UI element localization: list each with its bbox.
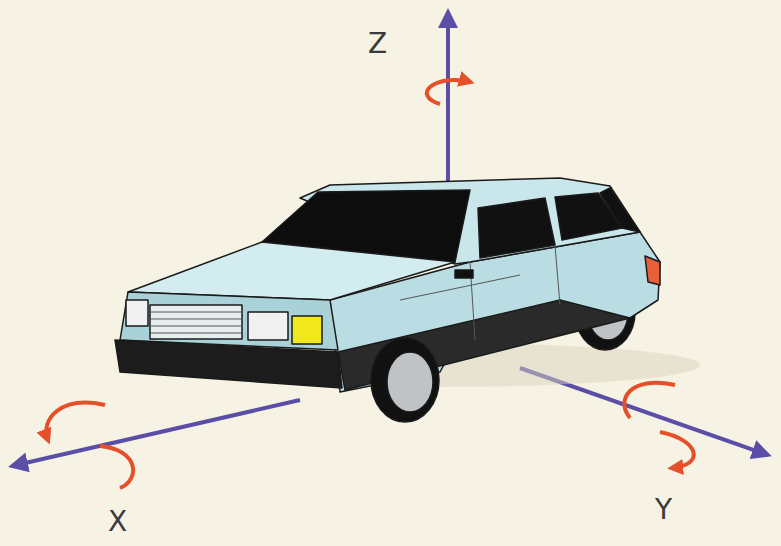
y-rotation-arrow-lower [660, 432, 694, 468]
axis-label: Y [655, 496, 672, 524]
car-hood [128, 242, 455, 300]
front-wheel [371, 338, 439, 422]
headlight-left [126, 300, 148, 326]
door-lines [400, 245, 560, 340]
axis-label: X [108, 508, 127, 536]
rear-quarter-window [600, 188, 640, 232]
mirror [455, 270, 473, 278]
z-rotation-arrow [427, 80, 470, 104]
axis-label: Z [368, 30, 387, 58]
headlight-right [248, 312, 288, 340]
x-axis [12, 400, 300, 466]
front-hub [387, 352, 433, 412]
front-bumper [115, 340, 342, 388]
tail-light [645, 256, 660, 285]
x-rotation-arrow-upper [46, 403, 105, 440]
z-axis [446, 12, 450, 195]
indicator-light [292, 316, 322, 344]
grille [150, 305, 242, 339]
x-rotation-arrow-lower [100, 446, 133, 488]
grille-bars [150, 312, 242, 333]
car [115, 178, 700, 422]
side-window-front [478, 198, 555, 258]
y-rotation-arrow-upper [624, 383, 675, 418]
